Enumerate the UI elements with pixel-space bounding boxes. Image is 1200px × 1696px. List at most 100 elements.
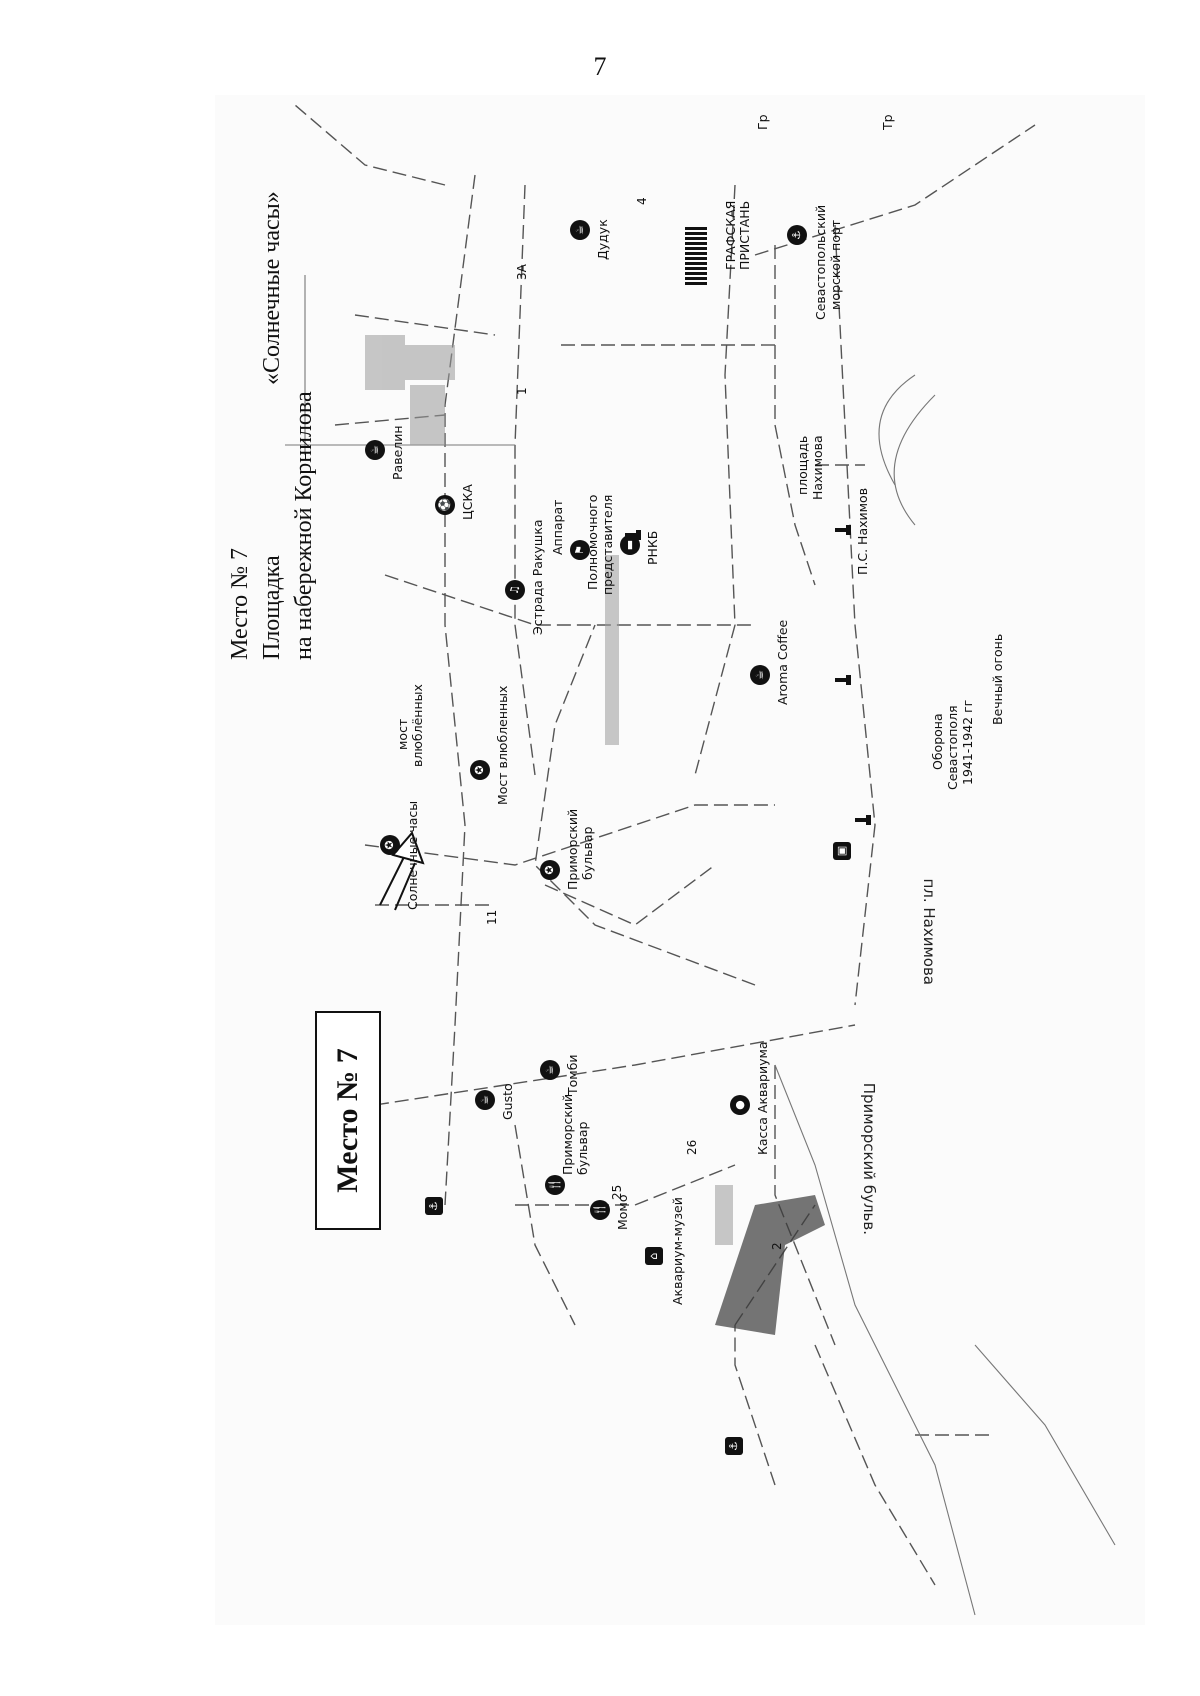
poi-apparat-3: представителя [600,494,615,595]
poi-primorsky-b-2: бульвар [575,1121,590,1175]
monument-icon [835,525,851,535]
pier-icon [685,227,707,285]
road-line [534,624,756,986]
poi-gusto: Gusto [500,1083,515,1120]
poi-ps-nakhimov: П.С. Нахимов [855,487,870,575]
road-line [364,804,775,866]
street-nakhimova: пл. Нахимова [920,878,938,985]
road-line [734,1325,776,1486]
page-number: 7 [593,52,607,81]
road-line [354,314,496,336]
callout-arrow [394,862,416,911]
caption-line-2-right-a: «Солнечные часы» [259,191,285,385]
poi-primorsky-a-1: Приморский [565,808,580,890]
cafe-pin-icon: ☕ [475,1090,495,1110]
restaurant-pin-icon: 🍴 [545,1175,565,1195]
building-block [605,555,619,745]
museum-pin-icon: ⌂ [645,1247,663,1265]
street-primorsky: Приморский бульв. [860,1082,878,1235]
house-number: 1 [515,387,529,395]
monument-icon [835,675,851,685]
building-block [410,385,445,445]
edge-label-gr: Гр [755,114,770,130]
poi-apparat-1: Аппарат [550,499,565,555]
poi-cska: ЦСКА [460,484,475,520]
poi-solnechnye-chasy: Солнечные часы [405,800,420,910]
rotated-map: Место № 7 Место № 7 Площадка «Солнечные … [215,95,1145,1625]
road-line [515,1164,736,1206]
house-number: 2 [770,1242,784,1250]
road-line [544,864,716,926]
poi-oborona-3: 1941-1942 гг [960,699,975,785]
poi-ploshchad-2: Нахимова [810,435,825,500]
road-line [754,124,1036,256]
poi-kassa: Касса Аквариума [755,1041,770,1155]
poi-tombi: Томби [565,1054,580,1095]
sight-pin-icon: ✪ [540,860,560,880]
port-pin-icon: ⚓ [787,225,807,245]
poi-dudyk: Дудук [595,219,610,260]
house-number: 26 [685,1139,699,1155]
monument-icon [625,530,641,540]
caption-line-2-left: Площадка [259,555,285,660]
house-number: 3А [515,264,529,280]
place-callout-box: Место № 7 [315,1011,381,1230]
building-block [400,345,455,380]
ticket-pin-icon: ● [730,1095,750,1115]
poi-grafskaya-1: ГРАФСКАЯ [723,200,738,270]
poi-most-small-1: мост [395,718,410,750]
callout-arrow [379,854,406,906]
edge-label-tr: Тр [880,114,895,130]
cafe-pin-icon: ☕ [540,1060,560,1080]
road-line [514,184,536,776]
map-area: Место № 7 Место № 7 Площадка «Солнечные … [215,95,1145,1625]
poi-vechny-ogon: Вечный огонь [990,633,1005,725]
poi-grafskaya-2: ПРИСТАНЬ [737,200,752,270]
caption-line-3: на набережной Корнилова [291,391,317,660]
poi-primorsky-a-2: бульвар [580,826,595,880]
restaurant-pin-icon: 🍴 [590,1200,610,1220]
port-pin-icon: ⚓ [425,1197,443,1215]
map-linework [285,104,1116,1616]
road-line [834,224,876,1006]
callout-arrow-head [391,831,425,865]
coast-line [974,1344,1116,1546]
cafe-pin-icon: ☕ [365,440,385,460]
building-block [365,335,405,390]
sight-pin-icon: ✪ [470,760,490,780]
road-line [814,1344,936,1586]
house-number: 25 [610,1184,624,1200]
caption-line-1: Место № 7 [227,548,253,660]
poi-oborona-1: Оборона [930,713,945,770]
poi-port-1: Севастопольский [813,204,828,320]
aquarium-building [715,1195,825,1335]
road-line [384,574,755,626]
coast-line [774,1064,976,1616]
poi-most-small-2: влюблённых [410,684,425,767]
poi-most-vlyublennykh: Мост влюбленных [495,685,510,805]
cafe-pin-icon: ☕ [750,665,770,685]
road-line [774,1065,836,1346]
building-block [715,1185,733,1245]
sport-pin-icon: ⚽ [435,495,455,515]
road-line [374,1024,856,1106]
poi-oborona-2: Севастополя [945,705,960,790]
house-number: 4 [635,197,649,205]
monument-icon [855,815,871,825]
cafe-pin-icon: ☕ [570,220,590,240]
poi-akvarium-muzei: Аквариум-музей [670,1197,685,1305]
poi-ploshchad-1: площадь [795,435,810,495]
music-pin-icon: ♫ [505,580,525,600]
coast-line [893,394,936,526]
port-pin-icon: ⚓ [725,1437,743,1455]
house-number: 11 [485,909,499,925]
road-line [294,104,446,186]
poi-aroma-coffee: Aroma Coffee [775,619,790,705]
poi-primorsky-b-1: Приморский [560,1093,575,1175]
sight-pin-icon: ✪ [380,835,400,855]
poi-port-2: морской порт [828,219,843,310]
coast-line [878,374,916,486]
poi-ravelin: Равелин [390,425,405,480]
bus-stop-icon: ▣ [833,842,851,860]
poi-estrada-rakushka: Эстрада Ракушка [530,519,545,635]
